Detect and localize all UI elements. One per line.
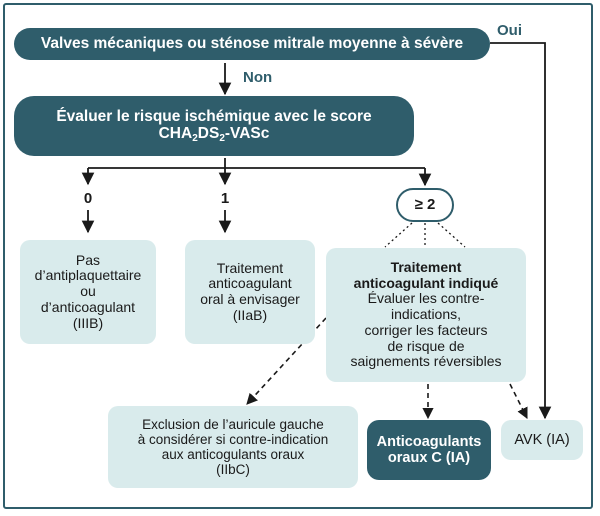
node-traitement-oral-text: Traitement anticoagulant oral à envisage… (200, 259, 300, 323)
node-score-ge2-text: ≥ 2 (414, 195, 436, 213)
edge-to-avk (509, 383, 528, 420)
node-pas-text: Pas d’antiplaquettaire ou d’anticoagulan… (34, 251, 142, 331)
edge-ge2-right (437, 222, 466, 248)
node-evaluer-score: CHA2DS2-VASc (159, 125, 270, 144)
node-evaluer-line1: Évaluer le risque ischémique avec le sco… (56, 107, 372, 125)
node-exclusion-auricule: Exclusion de l’auricule gauche à considé… (108, 406, 358, 488)
node-valves-question: Valves mécaniques ou sténose mitrale moy… (14, 28, 490, 60)
node-avk-text: AVK (IA) (514, 431, 570, 448)
label-non: Non (243, 69, 273, 86)
node-traitement-oral: Traitement anticoagulant oral à envisage… (185, 240, 315, 344)
node-evaluer-risque: Évaluer le risque ischémique avec le sco… (14, 96, 414, 156)
node-anticoagulants-oraux: Anticoagulants oraux C (IA) (367, 420, 491, 480)
node-pas-antiplaquettaire: Pas d’antiplaquettaire ou d’anticoagulan… (20, 240, 156, 344)
score-part-vasc: -VASc (224, 125, 270, 143)
score-sub-1: 2 (192, 133, 198, 145)
diagram-frame (3, 3, 593, 509)
node-traitement-indique: Traitement anticoagulant indiqué Évaluer… (326, 248, 526, 382)
node-exclusion-text: Exclusion de l’auricule gauche à considé… (137, 416, 329, 478)
node-avk: AVK (IA) (501, 420, 583, 460)
score-part-cha: CHA (158, 125, 193, 143)
label-score-0: 0 (83, 190, 93, 207)
node-aco-text: Anticoagulants oraux C (IA) (376, 433, 482, 466)
node-score-ge2: ≥ 2 (396, 188, 454, 222)
edge-oui (490, 42, 552, 420)
score-sub-2: 2 (219, 133, 225, 145)
score-part-ds: DS (197, 125, 220, 143)
node-indique-title: Traitement anticoagulant indiqué (353, 259, 499, 291)
node-indique-body: Évaluer les contre- indications, corrige… (350, 290, 502, 370)
label-score-1: 1 (220, 190, 230, 207)
node-valves-question-text: Valves mécaniques ou sténose mitrale moy… (40, 35, 464, 53)
edge-ge2-left (384, 222, 413, 248)
label-oui: Oui (497, 22, 522, 39)
